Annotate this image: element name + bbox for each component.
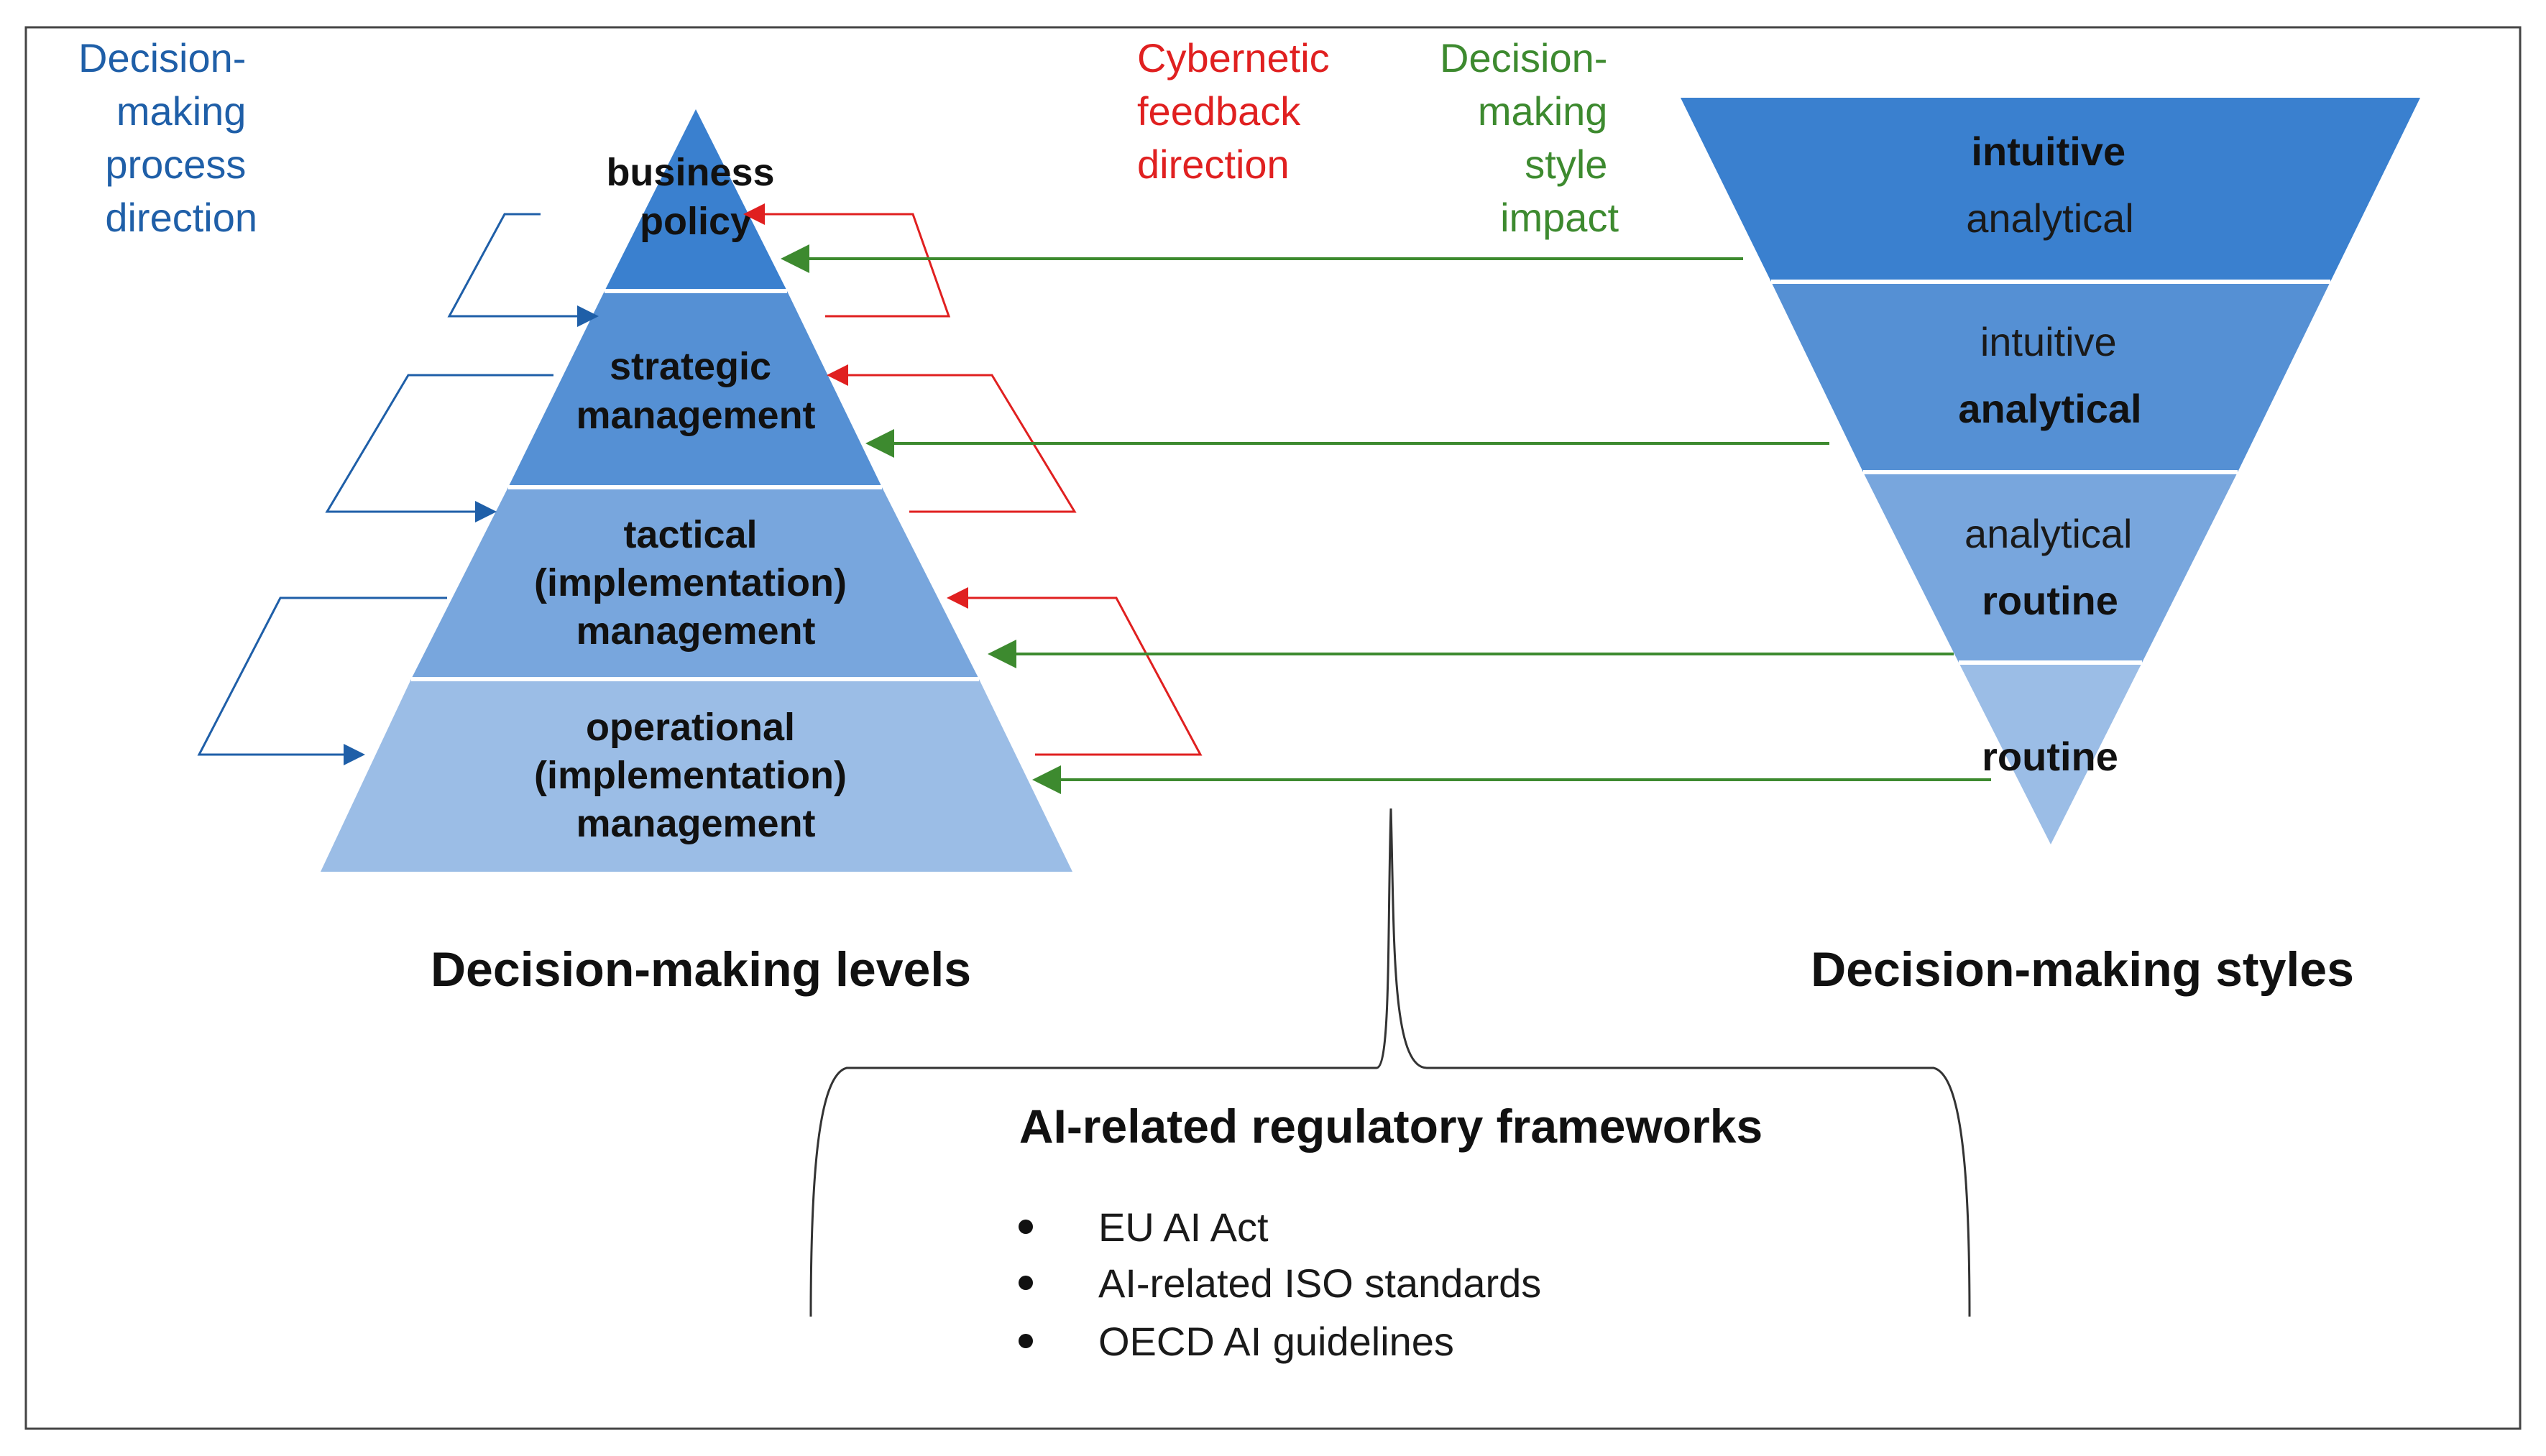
- outer-frame: [24, 26, 2522, 1430]
- style-band-intuitive-analytical: [1681, 98, 2420, 282]
- feedback-direction-label: Cybernetic feedback direction: [1137, 35, 1341, 187]
- style-label-line: routine: [1982, 734, 2118, 779]
- regulatory-item: OECD AI guidelines: [1098, 1319, 1454, 1364]
- regulatory-list: EU AI Act AI-related ISO standards OECD …: [1019, 1204, 1541, 1364]
- level-label-line: strategic: [610, 345, 771, 388]
- level-label-business-policy: business policy: [606, 151, 785, 243]
- style-label-line: routine: [1982, 578, 2118, 623]
- bullet-icon: [1019, 1334, 1033, 1348]
- style-label-line: analytical: [1966, 195, 2133, 241]
- process-direction-label: Decision- making process direction: [78, 35, 257, 240]
- style-impact-line: style: [1525, 142, 1607, 187]
- style-impact-line: impact: [1500, 195, 1619, 240]
- style-band-routine: [1959, 663, 2142, 844]
- level-label-line: operational: [586, 706, 795, 749]
- style-label-routine: routine: [1982, 734, 2118, 779]
- style-label-line: analytical: [1964, 511, 2132, 556]
- style-label-line: analytical: [1958, 386, 2141, 431]
- styles-caption: Decision-making styles: [1811, 942, 2354, 997]
- level-band-operational-management: [321, 679, 1072, 872]
- style-label-intuitive-analytical: intuitive analytical: [1966, 129, 2133, 241]
- regulatory-title: AI-related regulatory frameworks: [1019, 1100, 1763, 1153]
- level-band-strategic-management: [508, 291, 882, 487]
- regulatory-item: AI-related ISO standards: [1098, 1261, 1541, 1306]
- process-direction-line: direction: [105, 195, 257, 240]
- level-label-line: (implementation): [534, 561, 847, 604]
- regulatory-item: EU AI Act: [1098, 1204, 1269, 1250]
- feedback-direction-line: direction: [1137, 142, 1290, 187]
- style-impact-line: making: [1478, 88, 1608, 134]
- style-impact-arrows: [781, 244, 1991, 794]
- level-label-line: policy: [640, 200, 752, 243]
- style-label-analytical-routine: analytical routine: [1964, 511, 2136, 623]
- feedback-direction-arrow: [947, 587, 1203, 756]
- levels-caption: Decision-making levels: [431, 942, 971, 997]
- level-label-line: management: [576, 802, 815, 845]
- styles-funnel: [1681, 98, 2420, 844]
- level-band-business-policy: [605, 109, 787, 291]
- style-impact-line: Decision-: [1440, 35, 1607, 80]
- style-label-intuitive-analytical-2: intuitive analytical: [1958, 319, 2141, 431]
- process-direction-arrow: [325, 374, 553, 522]
- regulatory-brace: [809, 808, 1971, 1317]
- process-direction-line: process: [105, 142, 246, 187]
- level-label-line: management: [576, 609, 815, 653]
- process-direction-line: Decision-: [78, 35, 246, 80]
- style-label-line: intuitive: [1971, 129, 2126, 174]
- style-band-intuitive-analytical-2: [1771, 282, 2330, 472]
- bullet-icon: [1019, 1220, 1033, 1234]
- process-direction-arrow: [197, 596, 447, 765]
- level-label-line: tactical: [623, 513, 757, 556]
- level-band-tactical-management: [411, 487, 979, 679]
- style-impact-label: Decision- making style impact: [1440, 35, 1619, 240]
- bullet-icon: [1019, 1276, 1033, 1290]
- process-direction-arrow: [447, 213, 599, 327]
- level-label-line: (implementation): [534, 754, 847, 797]
- feedback-direction-arrow: [743, 203, 951, 318]
- style-band-analytical-routine: [1863, 472, 2238, 663]
- process-direction-line: making: [116, 88, 247, 134]
- level-label-strategic-management: strategic management: [576, 345, 815, 437]
- style-label-line: intuitive: [1980, 319, 2117, 364]
- level-label-line: management: [576, 394, 815, 437]
- levels-pyramid: [321, 109, 1072, 872]
- level-label-tactical-management: tactical (implementation) management: [534, 513, 858, 653]
- feedback-direction-line: feedback: [1137, 88, 1301, 134]
- process-direction-arrows: [197, 213, 599, 765]
- feedback-direction-line: Cybernetic: [1137, 35, 1330, 80]
- level-label-line: business: [606, 151, 774, 194]
- level-label-operational-management: operational (implementation) management: [534, 706, 858, 845]
